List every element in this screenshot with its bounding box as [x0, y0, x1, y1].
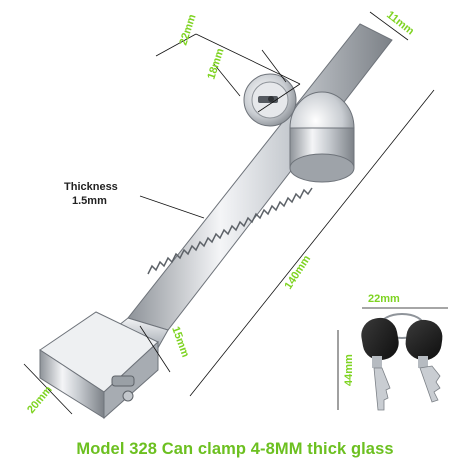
dim-44mm-keys: 44mm	[343, 354, 355, 386]
lock-cylinder	[243, 73, 355, 183]
dim-11mm: 11mm	[384, 9, 416, 38]
dimension-lines	[23, 11, 448, 415]
dim-22mm-top: 22mm	[177, 13, 198, 47]
sliding-bar	[99, 23, 393, 363]
dim-15mm: 15mm	[169, 325, 191, 359]
keys	[361, 313, 443, 411]
thickness-label-line2: 1.5mm	[72, 195, 107, 207]
dim-140mm: 140mm	[282, 253, 313, 292]
product-caption: Model 328 Can clamp 4-8MM thick glass	[76, 440, 394, 458]
thickness-label-line1: Thickness	[64, 181, 118, 193]
glass-clamp	[39, 311, 159, 420]
dim-20mm: 20mm	[25, 384, 55, 416]
dim-22mm-keys: 22mm	[368, 293, 400, 305]
